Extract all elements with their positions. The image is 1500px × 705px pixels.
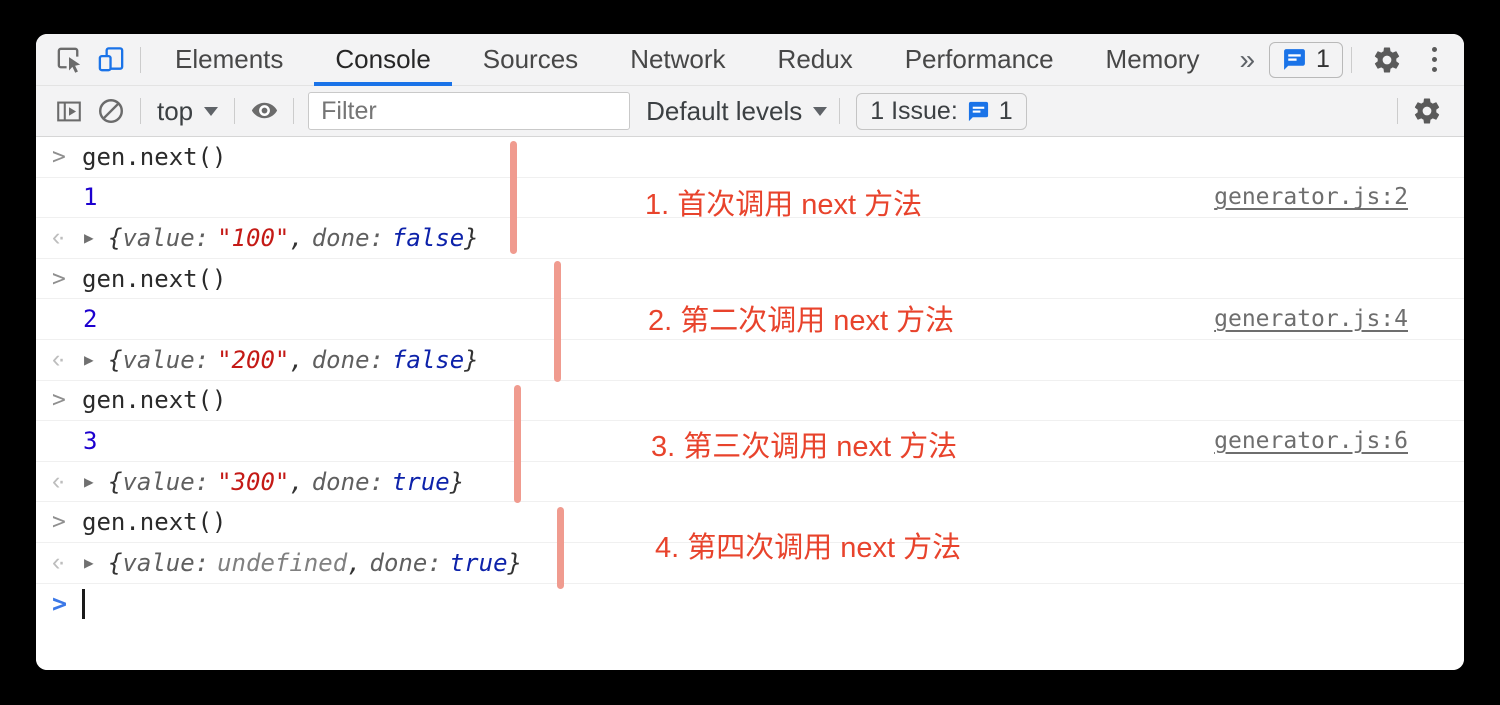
console-input-echo: > gen.next() — [36, 259, 1464, 300]
console-command: gen.next() — [82, 142, 227, 171]
expand-triangle-icon[interactable]: ▶ — [84, 228, 94, 248]
issues-counter-chip[interactable]: 1 — [1269, 41, 1343, 78]
logged-number: 2 — [83, 305, 98, 334]
console-log-row: 1 generator.js:2 — [36, 178, 1464, 219]
separator — [839, 98, 841, 124]
panel-tabs: Elements Console Sources Network Redux P… — [149, 34, 1225, 86]
separator — [293, 98, 295, 124]
input-chevron-icon: > — [52, 143, 66, 170]
device-toolbar-icon — [98, 47, 123, 72]
tab-performance[interactable]: Performance — [904, 44, 1054, 74]
input-chevron-icon: > — [52, 265, 66, 292]
console-sidebar-toggle[interactable] — [48, 90, 90, 132]
console-messages-area: > gen.next() 1 generator.js:2 ‹· ▶ {valu… — [36, 137, 1464, 670]
console-result-row: ‹· ▶ {value:"300",done:true} — [36, 462, 1464, 503]
object-preview: {value:undefined,done:true} — [108, 548, 522, 577]
inspect-element-button[interactable] — [48, 39, 90, 81]
issue-count: 1 — [1316, 45, 1330, 73]
levels-label: Default levels — [646, 95, 803, 126]
tab-elements[interactable]: Elements — [175, 44, 284, 74]
tab-memory[interactable]: Memory — [1105, 44, 1200, 74]
eval-result-icon: ‹· — [52, 223, 66, 252]
object-preview: {value:"300",done:true} — [108, 467, 465, 496]
separator — [1397, 98, 1398, 124]
source-link[interactable]: generator.js:6 — [1214, 427, 1408, 454]
issues-label: 1 Issue: — [870, 96, 958, 125]
tabbar-right-controls — [1343, 39, 1464, 81]
inspect-cursor-icon — [57, 47, 80, 73]
expand-triangle-icon[interactable]: ▶ — [84, 553, 94, 573]
eval-result-icon: ‹· — [52, 467, 66, 496]
console-toolbar: top Default levels 1 Issue: 1 — [36, 86, 1464, 137]
console-prompt[interactable]: > — [36, 584, 1464, 625]
console-input-echo: > gen.next() — [36, 381, 1464, 422]
filter-input[interactable] — [308, 92, 631, 130]
dropdown-caret-icon — [204, 106, 219, 116]
separator — [234, 98, 236, 124]
gear-icon — [1414, 98, 1440, 124]
issues-button[interactable]: 1 Issue: 1 — [856, 92, 1027, 130]
tab-redux[interactable]: Redux — [777, 44, 853, 74]
separator — [1350, 46, 1352, 73]
logged-number: 3 — [83, 426, 98, 455]
dropdown-caret-icon — [813, 106, 828, 116]
eval-result-icon: ‹· — [52, 345, 66, 374]
separator — [140, 46, 141, 73]
expand-triangle-icon[interactable]: ▶ — [84, 472, 94, 492]
settings-button[interactable] — [1366, 39, 1408, 81]
input-chevron-icon: > — [52, 509, 66, 536]
object-preview: {value:"100",done:false} — [108, 223, 479, 252]
console-log-row: 2 generator.js:4 — [36, 299, 1464, 340]
gear-icon — [1374, 46, 1400, 72]
log-levels-dropdown[interactable]: Default levels — [646, 95, 828, 127]
console-settings-button[interactable] — [1406, 90, 1448, 132]
console-input-echo: > gen.next() — [36, 502, 1464, 543]
sidebar-panel-icon — [57, 101, 81, 122]
console-input-echo: > gen.next() — [36, 137, 1464, 178]
expand-triangle-icon[interactable]: ▶ — [84, 350, 94, 370]
console-result-row: ‹· ▶ {value:"200",done:false} — [36, 340, 1464, 381]
devtools-tabbar: Elements Console Sources Network Redux P… — [36, 34, 1464, 86]
execution-context-selector[interactable]: top — [149, 96, 226, 127]
tab-network[interactable]: Network — [630, 44, 726, 74]
block-icon — [99, 99, 123, 123]
devtools-window: Elements Console Sources Network Redux P… — [36, 34, 1464, 670]
console-result-row: ‹· ▶ {value:"100",done:false} — [36, 218, 1464, 259]
device-toolbar-toggle[interactable] — [90, 39, 132, 81]
eval-result-icon: ‹· — [52, 548, 66, 577]
eye-icon — [251, 102, 277, 118]
close-devtools-button[interactable] — [1462, 39, 1464, 81]
kebab-menu-icon — [1432, 47, 1438, 72]
issues-count: 1 — [998, 96, 1013, 125]
separator — [140, 98, 141, 124]
tab-console[interactable]: Console — [309, 34, 456, 86]
source-link[interactable]: generator.js:4 — [1214, 306, 1408, 333]
logged-number: 1 — [83, 183, 98, 212]
text-cursor — [82, 588, 85, 619]
console-command: gen.next() — [82, 508, 227, 537]
source-link[interactable]: generator.js:2 — [1214, 184, 1408, 211]
context-label: top — [157, 95, 194, 126]
tab-sources[interactable]: Sources — [482, 44, 579, 74]
input-chevron-icon: > — [52, 387, 66, 414]
console-command: gen.next() — [82, 264, 227, 293]
issue-bubble-icon — [968, 101, 988, 121]
console-log-row: 3 generator.js:6 — [36, 421, 1464, 462]
live-expression-button[interactable] — [243, 90, 285, 132]
more-tabs-button[interactable]: » — [1239, 43, 1256, 75]
prompt-chevron-icon: > — [52, 589, 68, 619]
console-result-row: ‹· ▶ {value:undefined,done:true} — [36, 543, 1464, 584]
clear-console-button[interactable] — [90, 90, 132, 132]
issue-bubble-icon — [1284, 49, 1305, 70]
object-preview: {value:"200",done:false} — [108, 345, 479, 374]
console-command: gen.next() — [82, 386, 227, 415]
customize-devtools-button[interactable] — [1414, 39, 1456, 81]
